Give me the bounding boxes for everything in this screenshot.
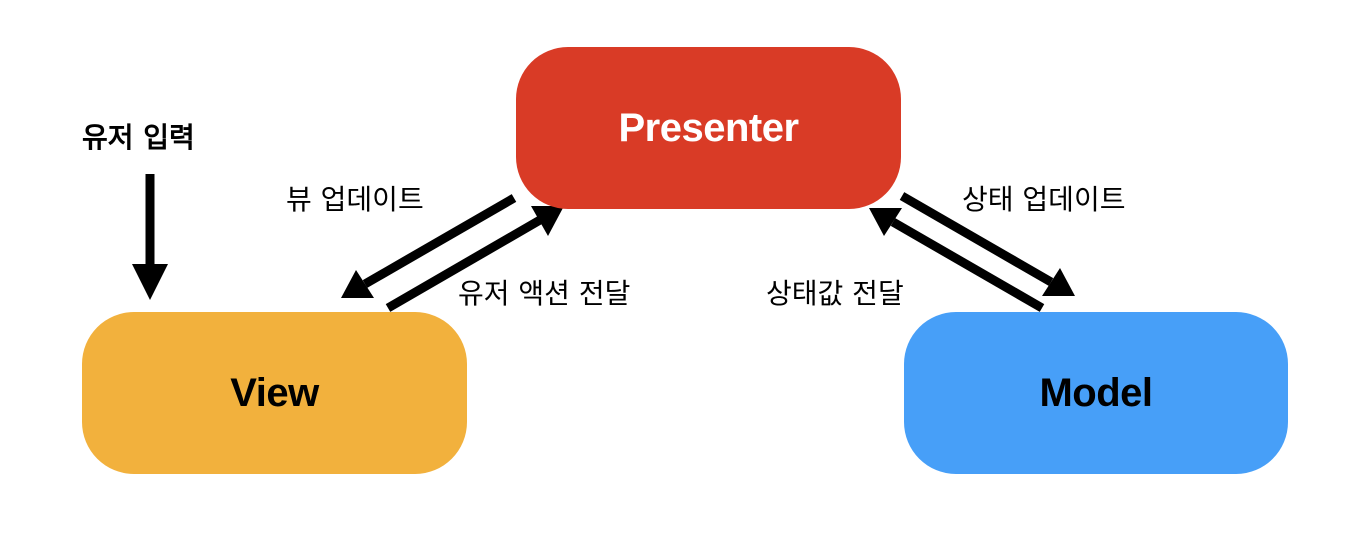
- user-action-label: 유저 액션 전달: [458, 277, 631, 310]
- view-node: View: [82, 312, 467, 474]
- user-input-arrow: [132, 174, 168, 300]
- presenter-node: Presenter: [516, 47, 901, 209]
- user-input-label: 유저 입력: [82, 121, 195, 154]
- presenter-label: Presenter: [618, 105, 799, 150]
- view-update-arrow: [341, 194, 517, 298]
- state-update-label: 상태 업데이트: [962, 183, 1126, 216]
- view-update-label: 뷰 업데이트: [286, 183, 424, 216]
- model-label: Model: [1039, 370, 1153, 415]
- view-label: View: [230, 370, 319, 415]
- state-update-arrow: [899, 192, 1075, 296]
- state-value-arrow: [869, 208, 1045, 312]
- model-node: Model: [904, 312, 1288, 474]
- user-action-arrow: [385, 206, 564, 312]
- state-value-label: 상태값 전달: [766, 277, 904, 310]
